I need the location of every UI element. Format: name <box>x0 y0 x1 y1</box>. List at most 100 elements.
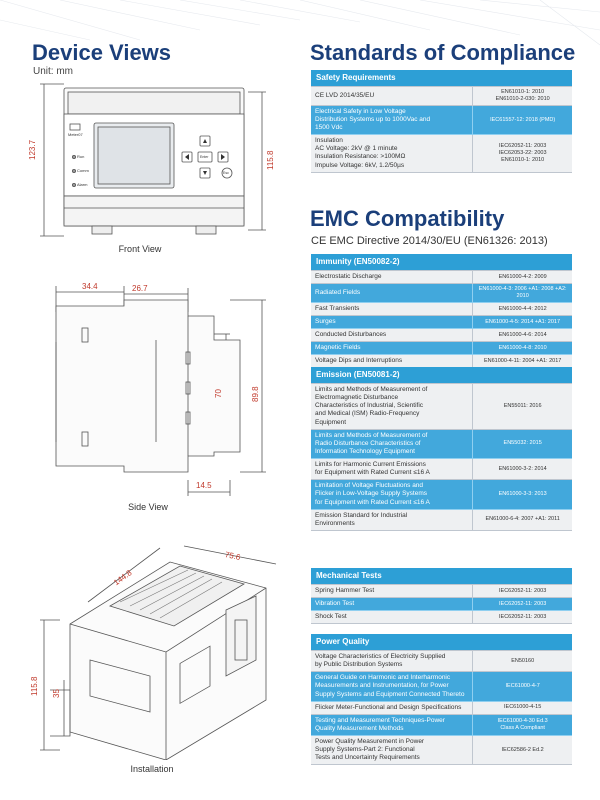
test-name-line: Limitation of Voltage Fluctuations and <box>315 482 424 490</box>
table-row: Electrostatic Discharge EN61000-4-2: 2009 <box>311 270 572 285</box>
table-header: Power Quality <box>311 634 572 651</box>
standard-line: IEC61557-12: 2018 (PMD) <box>490 116 556 123</box>
emc-title: EMC Compatibility <box>310 206 505 231</box>
table-row: Testing and Measurement Techniques-Power… <box>311 714 572 737</box>
test-name-line: for Equipment with Rated Current ≤16 A <box>315 469 430 477</box>
test-name-line: CE LVD 2014/35/EU <box>315 91 375 99</box>
side-dim-top-a: 34.4 <box>82 282 98 291</box>
test-name-line: Tests and Uncertainty Requirements <box>315 754 420 762</box>
standard-line: EN61010-1: 2010 <box>501 89 545 95</box>
enter-key-label: Enter <box>200 155 209 159</box>
test-name-line: Insulation <box>315 137 343 145</box>
test-name-line: Surges <box>315 318 336 325</box>
test-name-line: Spring Hammer Test <box>315 587 375 594</box>
installation-drawing <box>40 545 277 760</box>
standard-cell: EN61000-6-4: 2007 +A1: 2011 <box>472 509 572 531</box>
test-name-line: Limits for Harmonic Current Emissions <box>315 461 426 468</box>
test-name-line: Power Quality Measurement in Power <box>315 738 425 745</box>
test-name-line: Environments <box>315 519 355 527</box>
standard-cell: EN61000-4-8: 2010 <box>472 341 572 356</box>
front-brand-label: Meter07 <box>68 132 83 137</box>
standard-line: IEC61000-4-7 <box>505 683 540 689</box>
standard-cell: EN61000-4-4: 2012 <box>472 302 572 317</box>
side-dim-mid: 70 <box>214 389 223 398</box>
test-name-line: Equipment <box>315 418 347 426</box>
emc-subtitle: CE EMC Directive 2014/30/EU (EN61326: 20… <box>311 235 548 247</box>
standard-line: EN55011: 2016 <box>503 402 542 409</box>
test-name-line: Voltage Dips and Interruptions <box>315 357 403 365</box>
test-name-cell: Radiated Fields <box>311 283 473 303</box>
standard-line: IEC61000-4-30 Ed.3 <box>497 718 548 724</box>
led-label-comm: Comm <box>77 168 89 173</box>
test-name-line: Electrical Safety in Low Voltage <box>315 107 406 115</box>
standard-line: IEC61000-4-15 <box>504 704 542 711</box>
install-dim-height: 115.8 <box>30 676 39 696</box>
test-name-line: Emission Standard for Industrial <box>315 511 408 519</box>
standard-line: EN61000-4-2: 2009 <box>498 273 547 280</box>
test-name-line: Quality Measurement Methods <box>315 724 404 732</box>
test-name-line: Flicker in Low-Voltage Supply Systems <box>315 490 427 498</box>
front-dim-left: 123.7 <box>28 139 37 160</box>
standard-cell: EN50160 <box>472 650 572 673</box>
side-view-drawing <box>55 286 266 496</box>
test-name-line: General Guide on Harmonic and Interharmo… <box>315 674 451 682</box>
safety-table: Safety Requirements CE LVD 2014/35/EU EN61… <box>311 70 572 173</box>
test-name-cell: General Guide on Harmonic and Interharmo… <box>311 671 473 702</box>
standard-line: IEC62052-11: 2003 <box>499 587 547 594</box>
table-row: Vibration Test IEC62052-11: 2003 <box>311 597 572 612</box>
standard-cell: EN55032: 2015 <box>472 429 572 460</box>
standard-cell: IEC62052-11: 2003 <box>472 584 572 599</box>
test-name-line: Electrostatic Discharge <box>315 273 382 280</box>
test-name-line: Limits and Methods of Measurement of <box>315 431 428 439</box>
front-view-caption: Front View <box>118 244 162 254</box>
test-name-line: Supply Systems-Part 2: Functional <box>315 746 415 754</box>
installation-caption: Installation <box>130 764 174 774</box>
standard-line: IEC62052-11: 2003 <box>499 613 547 620</box>
standard-line: EN50160 <box>511 657 535 664</box>
standard-line: IEC62586-2 Ed.2 <box>501 746 544 753</box>
standard-line: EN61010-1: 2010 <box>501 156 545 163</box>
immunity-table: Immunity (EN50082-2)Electrostatic Discha… <box>311 254 572 369</box>
test-name-line: Limits and Methods of Measurement of <box>315 386 428 393</box>
standard-line: IEC62053-22: 2003 <box>498 149 547 156</box>
test-name-line: and Medical (ISM) Radio-Frequency <box>315 410 420 418</box>
standard-line: EN61000-3-3: 2013 <box>498 491 547 497</box>
front-dim-right: 115.8 <box>266 150 275 170</box>
test-name-cell: Fast Transients <box>311 302 473 317</box>
standard-line: Class A Compliant <box>500 724 545 731</box>
side-dim-top-b: 26.7 <box>132 284 148 293</box>
standard-cell: EN61000-3-3: 2013 <box>472 479 572 510</box>
standard-cell: EN61000-4-11: 2004 +A1: 2017 <box>472 354 572 369</box>
test-name-line: Vibration Test <box>315 600 355 608</box>
standard-cell: IEC62052-11: 2003 <box>472 597 572 612</box>
table-header: Safety Requirements <box>311 70 572 87</box>
led-label-alarm: Alarm <box>77 182 88 187</box>
standard-line: EN55032: 2015 <box>503 440 542 447</box>
table-row: General Guide on Harmonic and Interharmo… <box>311 671 572 702</box>
test-name-line: 1500 Vdc <box>315 124 343 131</box>
test-name-line: Impulse Voltage: 6kV, 1.2/50µs <box>315 161 405 169</box>
table-header: Mechanical Tests <box>311 568 572 585</box>
test-name-line: Supply Systems and Equipment Connected T… <box>315 690 465 698</box>
test-name-line: Testing and Measurement Techniques-Power <box>315 716 445 724</box>
standard-cell: EN55011: 2016 <box>472 383 572 430</box>
